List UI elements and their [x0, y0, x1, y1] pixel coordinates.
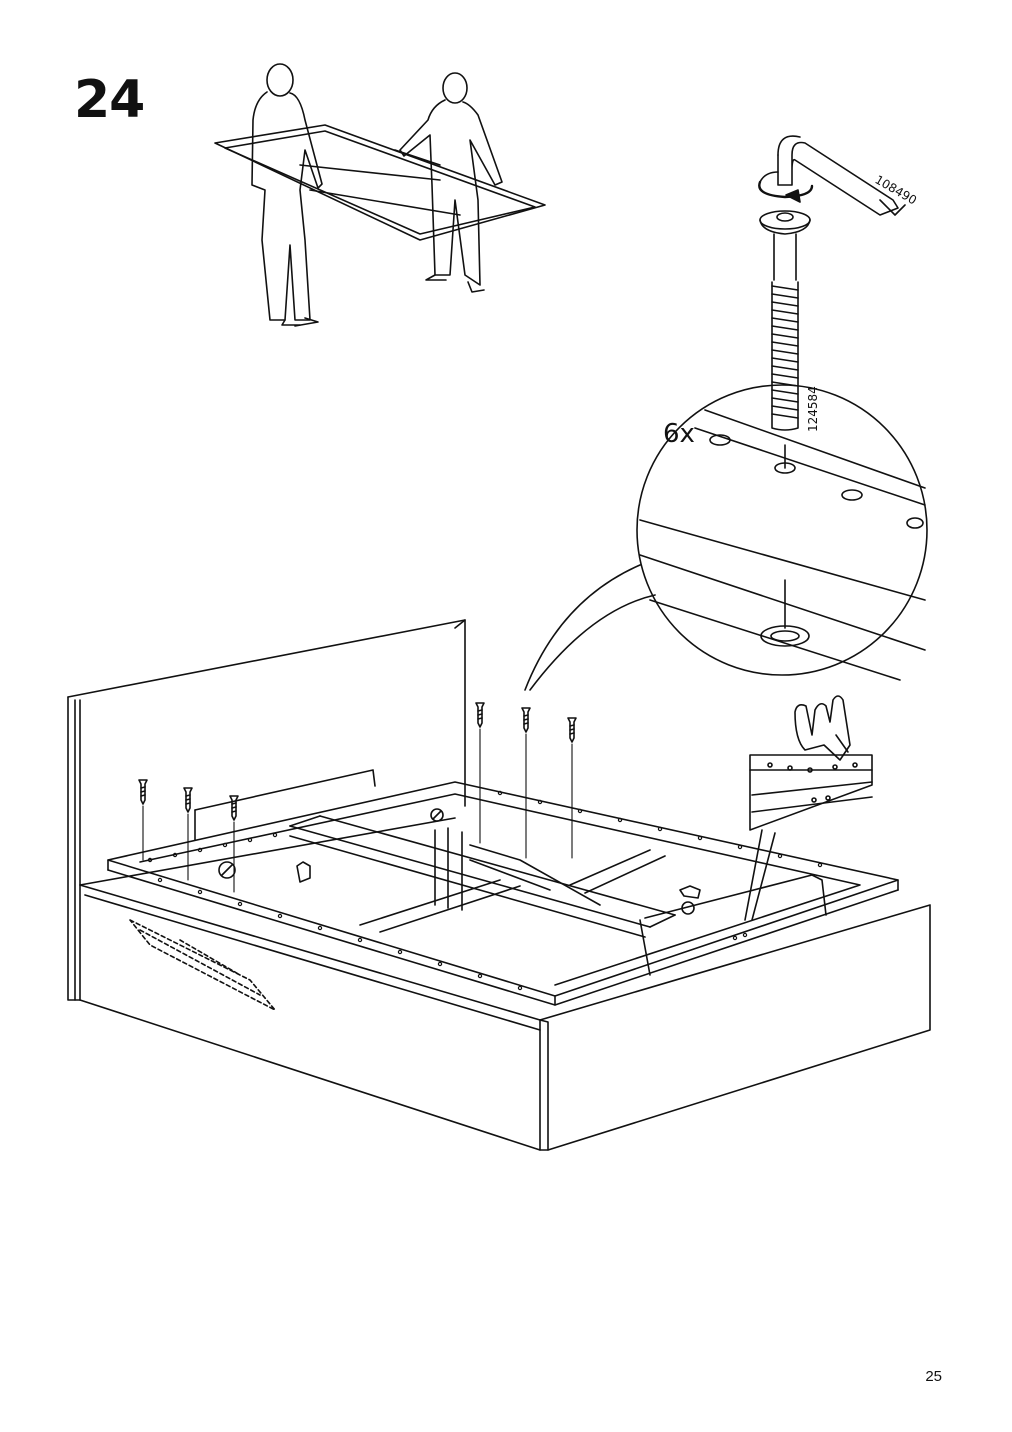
quantity-label: 6x — [663, 419, 695, 449]
bolt-icon — [759, 210, 811, 431]
page-number: 25 — [925, 1368, 942, 1385]
hand-press-icon — [794, 695, 851, 761]
screws — [138, 702, 577, 893]
bolt-part-number: 124584 — [806, 386, 820, 432]
rail-detail-inset — [744, 754, 873, 921]
two-people-carrying-frame — [214, 63, 546, 327]
detail-magnifier — [524, 384, 928, 691]
step-number: 24 — [74, 70, 145, 130]
bed-illustration — [67, 619, 931, 1151]
allen-key-icon — [758, 135, 906, 216]
allen-key-part-number: 108490 — [873, 172, 920, 207]
